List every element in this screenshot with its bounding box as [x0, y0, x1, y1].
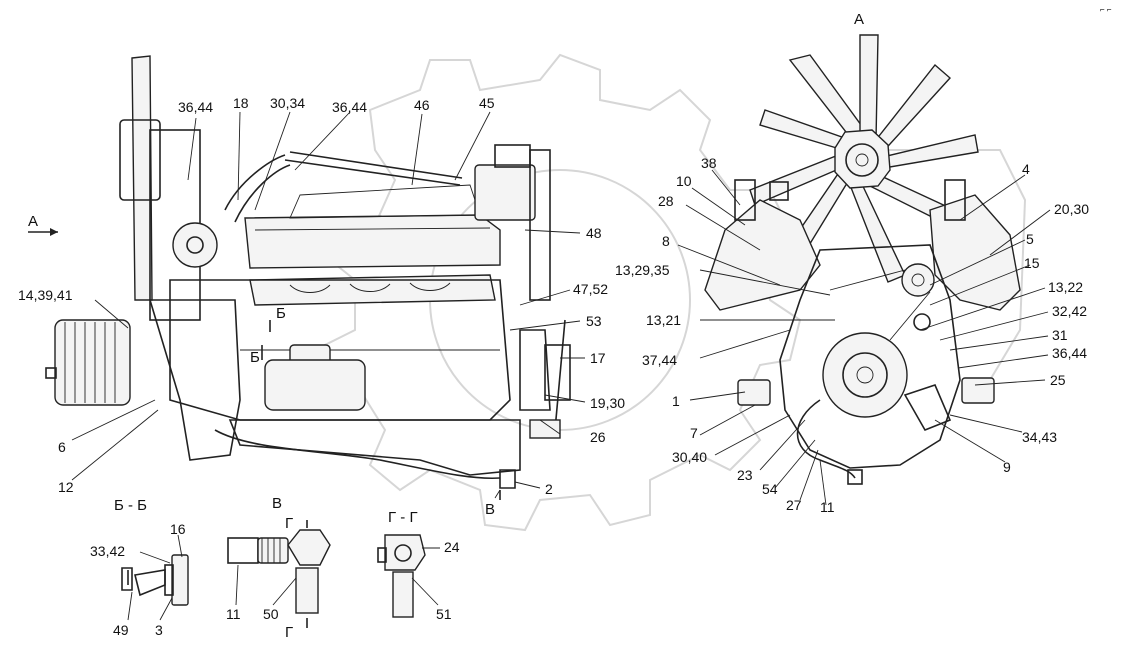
callout: 36,44	[332, 99, 367, 115]
flywheel-housing	[519, 329, 551, 411]
callout: 14,39,41	[18, 287, 73, 303]
callout: 38	[701, 155, 717, 171]
callout: 13,29,35	[615, 262, 670, 278]
callout: 47,52	[573, 281, 608, 297]
fan-hub	[834, 129, 891, 189]
callout: 5	[1026, 231, 1034, 247]
callout: 45	[479, 95, 495, 111]
callout: 15	[1024, 255, 1040, 271]
air-compressor	[474, 164, 536, 221]
callout: 3	[155, 622, 163, 638]
callout: 28	[658, 193, 674, 209]
callout: 36,44	[178, 99, 213, 115]
callout: 8	[662, 233, 670, 249]
oil-return-pipe	[214, 429, 501, 480]
callout: 30,40	[672, 449, 707, 465]
callout: 34,43	[1022, 429, 1057, 445]
callout: 4	[1022, 161, 1030, 177]
callout: 20,30	[1054, 201, 1089, 217]
water-pump	[172, 222, 218, 268]
rear-mount	[529, 419, 561, 439]
timing-cover	[148, 299, 241, 461]
callout: 18	[233, 95, 249, 111]
callout: 37,44	[642, 352, 677, 368]
callout: 13,22	[1048, 279, 1083, 295]
cover-plate	[903, 384, 952, 432]
section-g-detail	[377, 534, 426, 618]
right-mount	[961, 377, 995, 404]
callout: 13,21	[646, 312, 681, 328]
callout: 30,34	[270, 95, 305, 111]
corner-mark: ⌐ ⌐	[1100, 5, 1112, 14]
callout: 17	[590, 350, 606, 366]
b-mark-1: Б	[276, 305, 286, 322]
section-g-title: Г - Г	[388, 509, 418, 526]
callout: 7	[690, 425, 698, 441]
callout: 53	[586, 313, 602, 329]
detail-v-ref: В	[485, 501, 495, 518]
section-b-title: Б - Б	[114, 497, 147, 514]
left-exhaust-manifold	[704, 199, 821, 311]
callout: 11	[820, 499, 835, 515]
fuel-filter	[264, 359, 366, 411]
part-callouts: 36,44 18 30,34 36,44 46 45 48 14,39,41 4…	[18, 95, 1089, 638]
left-mount	[737, 379, 771, 406]
callout: 9	[1003, 459, 1011, 475]
crank-pulley	[822, 332, 908, 418]
callout: 2	[545, 481, 553, 497]
callout: 31	[1052, 327, 1068, 343]
g-mark-top: Г	[285, 515, 293, 532]
exhaust-manifold	[249, 274, 496, 306]
callout: 46	[414, 97, 430, 113]
cooling-fan	[749, 34, 979, 283]
callout: 23	[737, 467, 753, 483]
right-exhaust-manifold	[929, 194, 1021, 311]
view-labels: А А Б - Б В В Г - Г Г Г Б Б	[28, 11, 864, 641]
callout: 6	[58, 439, 66, 455]
front-cover	[779, 244, 961, 469]
callout: 1	[672, 393, 680, 409]
callout: 32,42	[1052, 303, 1087, 319]
rear-pulley	[529, 149, 551, 301]
callout: 11	[226, 606, 241, 622]
b-mark-2: Б	[250, 349, 260, 366]
callout: 27	[786, 497, 802, 513]
tensioner-pulley	[901, 263, 935, 297]
fan-hub-side	[119, 119, 161, 201]
callout: 12	[58, 479, 74, 495]
callout: 33,42	[90, 543, 125, 559]
g-mark-bottom: Г	[285, 624, 293, 641]
oil-pan	[228, 419, 521, 476]
view-arrow-label: А	[28, 213, 38, 230]
callout: 26	[590, 429, 606, 445]
detail-v	[227, 520, 331, 628]
intake-pipe	[284, 159, 461, 186]
callout: 49	[113, 622, 129, 638]
coolant-hose	[224, 154, 286, 211]
leader-lines	[28, 111, 1051, 621]
callout: 16	[170, 521, 186, 537]
callout: 19,30	[590, 395, 625, 411]
callout: 51	[436, 606, 452, 622]
section-b-detail	[121, 554, 189, 606]
callout: 54	[762, 481, 778, 497]
callout: 36,44	[1052, 345, 1087, 361]
callout: 50	[263, 606, 279, 622]
callout: 10	[676, 173, 692, 189]
engine-front-view	[704, 34, 1021, 485]
front-pulley	[45, 319, 131, 406]
fan-blade-side	[131, 55, 153, 301]
callout: 25	[1050, 372, 1066, 388]
valve-cover	[244, 214, 501, 269]
engine-side-view	[45, 55, 571, 489]
callout: 24	[444, 539, 460, 555]
detail-v-title: В	[272, 495, 282, 512]
front-view-title: А	[854, 11, 864, 28]
callout: 48	[586, 225, 602, 241]
